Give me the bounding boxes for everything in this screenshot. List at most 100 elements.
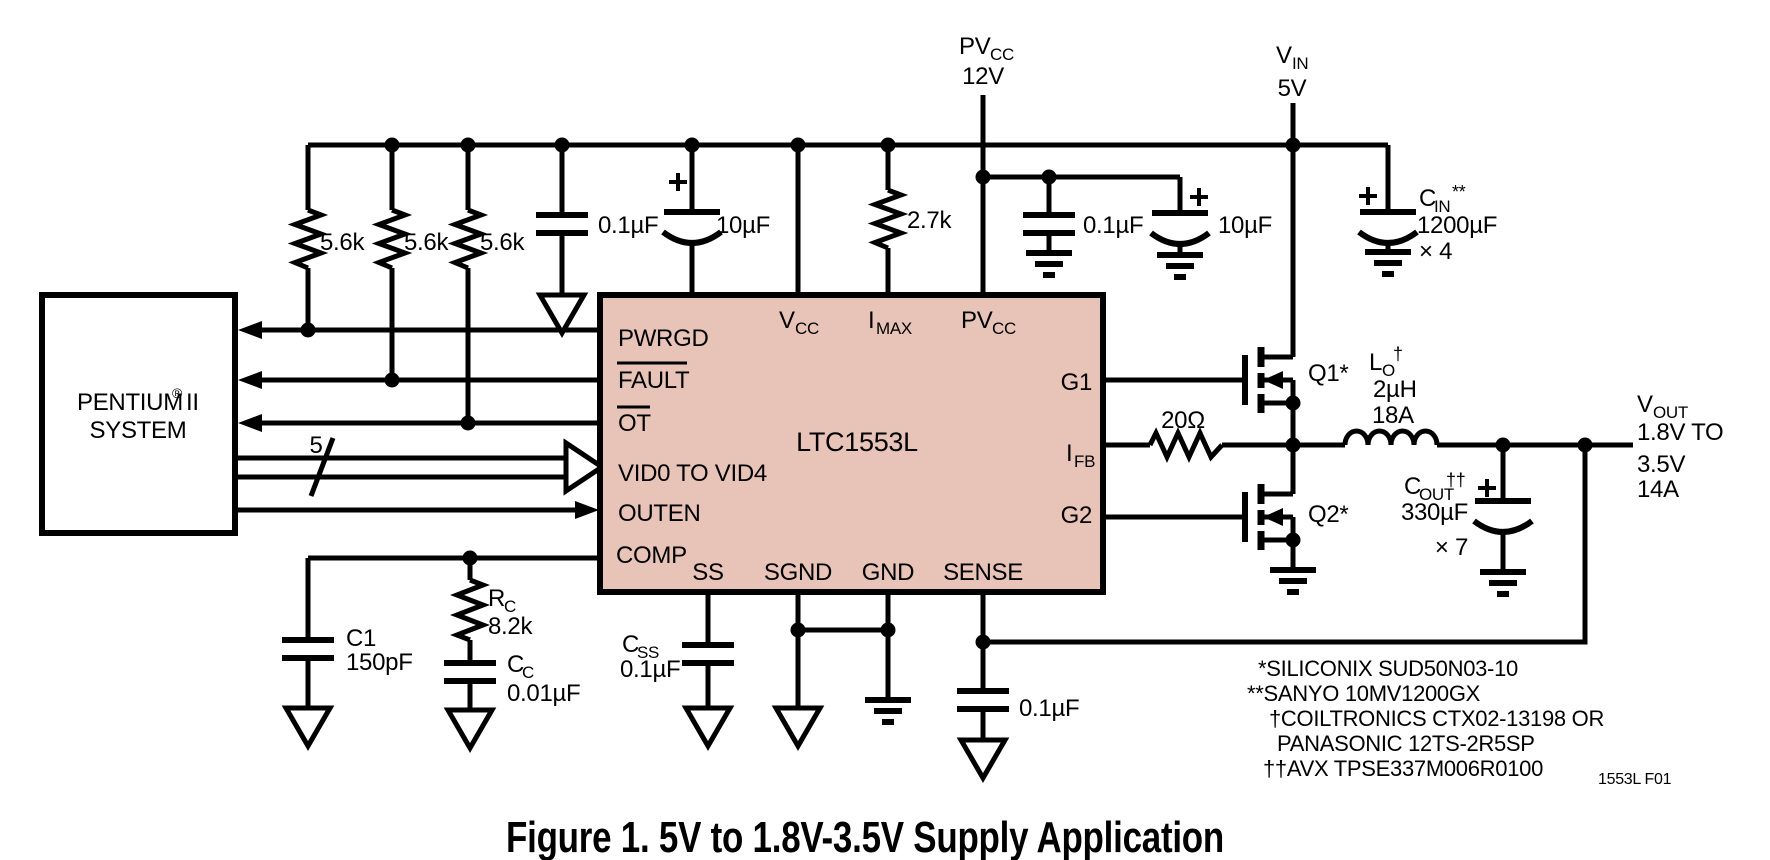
pin-imax-main: I xyxy=(868,307,874,334)
system-name-tail: II xyxy=(186,389,199,416)
vcc-bulk-value: 10µF xyxy=(716,212,770,239)
bus-width-slash xyxy=(308,437,336,497)
pvcc-label-main: PV xyxy=(959,33,991,60)
vcc-bulk-cap xyxy=(661,173,723,246)
pvcc-bulk-value: 10µF xyxy=(1218,212,1272,239)
pentium-box-text: PENTIUM ® II SYSTEM xyxy=(77,385,199,444)
cin-value: 1200µF xyxy=(1417,212,1497,239)
pullup-resistor-1 xyxy=(287,207,329,271)
r3-value: 5.6k xyxy=(480,229,525,256)
cout-name-sub: OUT xyxy=(1419,485,1454,504)
lo-name-sub: O xyxy=(1382,361,1395,380)
lo-name-main: L xyxy=(1369,349,1382,376)
cout-value: 330µF xyxy=(1401,499,1468,526)
rc-value: 8.2k xyxy=(488,613,533,640)
pin-vcc-main: V xyxy=(779,307,795,334)
pin-fault: FAULT xyxy=(618,367,690,394)
pin-g2: G2 xyxy=(1061,502,1092,529)
q1-designator: Q1* xyxy=(1308,360,1348,387)
pin-ifb-main: I xyxy=(1066,440,1072,467)
imax-resistor-value: 2.7k xyxy=(907,207,952,234)
c1-cap xyxy=(282,637,334,661)
cc-value: 0.01µF xyxy=(507,680,580,707)
cout-name-main: C xyxy=(1404,473,1421,500)
vcc-bypass-cap xyxy=(536,212,588,236)
note-inductor-2: PANASONIC 12TS-2R5SP xyxy=(1277,731,1535,756)
cc-cap xyxy=(444,660,496,684)
cout-note-mark: †† xyxy=(1446,470,1465,490)
pin-pvcc-sub: CC xyxy=(992,319,1016,338)
registered-mark: ® xyxy=(172,385,183,401)
sense-filter-cap xyxy=(957,688,1009,712)
bus-width-count: 5 xyxy=(309,432,322,459)
pvcc-bulk-cap xyxy=(1149,188,1211,247)
note-mosfet: *SILICONIX SUD50N03-10 xyxy=(1258,656,1518,681)
pvcc-bypass-cap xyxy=(1023,212,1075,236)
vin-voltage: 5V xyxy=(1278,75,1307,102)
pullup-resistor-3 xyxy=(447,207,489,271)
cin-name-main: C xyxy=(1419,185,1436,212)
vin-label-sub: IN xyxy=(1292,54,1308,73)
vout-range1: 1.8V TO xyxy=(1637,419,1723,446)
cout-mult: × 7 xyxy=(1435,534,1468,561)
pwrgd-arrowhead xyxy=(238,321,262,339)
q2-designator: Q2* xyxy=(1308,501,1348,528)
pin-sgnd: SGND xyxy=(764,559,832,586)
pvcc-voltage: 12V xyxy=(962,63,1004,90)
css-value: 0.1µF xyxy=(620,656,680,683)
pin-g1: G1 xyxy=(1061,369,1092,396)
vout-main: V xyxy=(1637,391,1653,418)
cin-cap xyxy=(1357,187,1419,246)
pvcc-label-sub: CC xyxy=(990,45,1014,64)
c1-name: C1 xyxy=(346,625,376,652)
note-cout: ††AVX TPSE337M006R0100 xyxy=(1263,756,1543,781)
vout-current: 14A xyxy=(1637,476,1679,503)
pin-gnd: GND xyxy=(862,559,914,586)
rc-name-sub: C xyxy=(504,597,516,616)
mosfet-q2 xyxy=(1242,484,1283,550)
vin-label-main: V xyxy=(1276,42,1292,69)
mosfet-q1 xyxy=(1242,347,1283,413)
imax-resistor xyxy=(867,187,909,251)
cin-note-mark: ** xyxy=(1452,182,1466,202)
q2-body-arrow xyxy=(1263,508,1283,526)
pin-comp: COMP xyxy=(616,542,687,569)
vout-sub: OUT xyxy=(1653,403,1688,422)
ot-arrowhead xyxy=(238,414,262,432)
pin-pwrgd: PWRGD xyxy=(618,325,709,352)
q1-body-arrow xyxy=(1263,371,1283,389)
pullup-resistor-2 xyxy=(371,207,413,271)
r2-value: 5.6k xyxy=(404,229,449,256)
cin-mult: × 4 xyxy=(1419,238,1452,265)
ic-part-number: LTC1553L xyxy=(796,427,918,457)
pin-pvcc-main: PV xyxy=(961,307,993,334)
css-name-sub: SS xyxy=(637,643,659,662)
pin-imax-sub: MAX xyxy=(876,319,912,338)
junction-dots xyxy=(300,137,1593,650)
cout-cap xyxy=(1472,479,1534,535)
gate-feedback-resistor xyxy=(1147,426,1224,464)
outen-arrowhead xyxy=(575,501,599,519)
pin-vcc-sub: CC xyxy=(795,319,819,338)
pvcc-bypass-value: 0.1µF xyxy=(1083,212,1143,239)
note-cin: **SANYO 10MV1200GX xyxy=(1247,681,1481,706)
vid-bus-arrowhead xyxy=(563,438,607,496)
figure-ref-code: 1553L F01 xyxy=(1598,771,1672,788)
lo-note-mark: † xyxy=(1393,344,1403,364)
css-cap xyxy=(682,642,734,666)
pvcc-supply-label: PV CC 12V xyxy=(959,33,1014,90)
vcc-bypass-value: 0.1µF xyxy=(598,212,658,239)
component-labels: 5.6k 5.6k 5.6k 0.1µF 10µF 2.7k 0.1µF 10µ… xyxy=(309,182,1497,722)
comp-resistor-rc xyxy=(450,577,490,643)
pin-sense: SENSE xyxy=(943,559,1023,586)
vout-label: V OUT 1.8V TO 3.5V 14A xyxy=(1637,391,1724,503)
cin-name-sub: IN xyxy=(1434,197,1450,216)
note-inductor-1: †COILTRONICS CTX02-13198 OR xyxy=(1269,706,1604,731)
sense-cap-value: 0.1µF xyxy=(1019,695,1079,722)
ic-text: LTC1553L PWRGD FAULT OT VID0 TO VID4 OUT… xyxy=(616,307,1095,586)
r1-value: 5.6k xyxy=(320,229,365,256)
gate-resistor-value: 20Ω xyxy=(1161,407,1205,434)
rc-name-main: R xyxy=(488,585,505,612)
